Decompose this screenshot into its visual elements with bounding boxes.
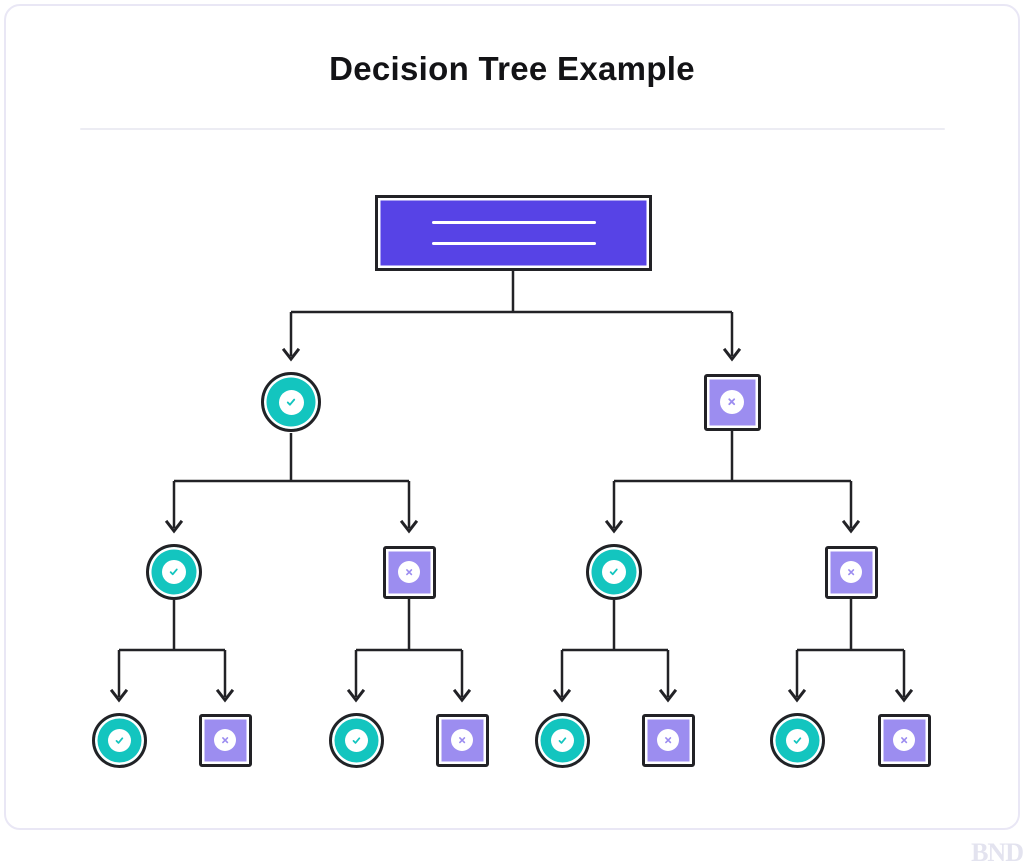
check-badge [278,389,304,415]
no-node [824,545,878,599]
diagram-card [4,4,1020,830]
x-badge [398,561,420,583]
title-divider [80,128,945,130]
no-node [703,373,761,431]
x-icon [221,736,229,744]
x-icon [664,736,672,744]
no-node [435,713,489,767]
check-badge [602,560,626,584]
placeholder-text-line [431,221,596,224]
yes-node [328,712,384,768]
check-icon [286,398,296,406]
no-node [641,713,695,767]
x-badge [720,390,744,414]
yes-node [146,544,202,600]
x-badge [451,729,473,751]
yes-node [769,712,825,768]
check-badge [550,728,574,752]
bnd-watermark: BND [971,838,1024,867]
no-node [198,713,252,767]
root-node [375,195,652,271]
x-icon [405,568,413,576]
check-icon [170,568,178,576]
x-badge [893,729,915,751]
placeholder-text-line [431,242,596,245]
yes-node [261,372,321,432]
check-badge [785,728,809,752]
x-badge [657,729,679,751]
check-icon [352,736,360,744]
x-icon [847,568,855,576]
check-icon [115,736,123,744]
page-title: Decision Tree Example [329,50,695,87]
check-badge [344,728,368,752]
x-icon [728,398,736,406]
check-icon [793,736,801,744]
check-icon [558,736,566,744]
no-node [877,713,931,767]
check-badge [162,560,186,584]
check-badge [107,728,131,752]
x-badge [214,729,236,751]
no-node [382,545,436,599]
yes-node [586,544,642,600]
x-icon [458,736,466,744]
x-badge [840,561,862,583]
x-icon [900,736,908,744]
check-icon [610,568,618,576]
yes-node [534,712,590,768]
yes-node [91,712,147,768]
